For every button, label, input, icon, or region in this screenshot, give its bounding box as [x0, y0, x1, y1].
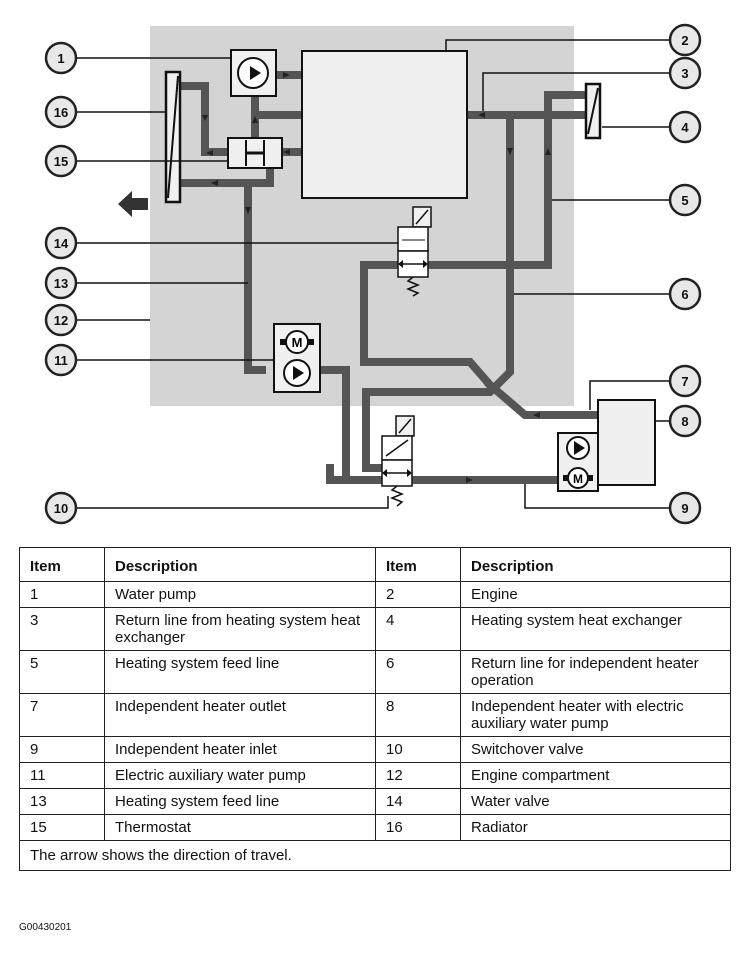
header-item: Item [19, 547, 105, 582]
item-number: 7 [19, 693, 105, 737]
item-number: 3 [19, 607, 105, 651]
item-number: 16 [375, 814, 461, 841]
table-note-row: The arrow shows the direction of travel. [19, 840, 731, 871]
item-number: 5 [19, 650, 105, 694]
direction-of-travel-arrow [118, 191, 148, 217]
item-number: 6 [375, 650, 461, 694]
item-description: Thermostat [104, 814, 376, 841]
direction-note: The arrow shows the direction of travel. [19, 840, 731, 871]
callout-11: 11 [44, 343, 78, 377]
svg-text:11: 11 [54, 353, 68, 368]
svg-text:3: 3 [681, 66, 688, 81]
item-description: Independent heater inlet [104, 736, 376, 763]
table-row: 15 Thermostat 16 Radiator [19, 814, 731, 841]
item-description: Engine compartment [460, 762, 731, 789]
svg-text:7: 7 [681, 374, 688, 389]
item-number: 9 [19, 736, 105, 763]
engine [301, 50, 468, 199]
item-number: 14 [375, 788, 461, 815]
figure-code: G00430201 [19, 922, 72, 933]
item-description: Independent heater with electric auxilia… [460, 693, 731, 737]
svg-text:13: 13 [54, 276, 68, 291]
item-description: Return line from heating system heat exc… [104, 607, 376, 651]
callout-16: 16 [44, 95, 78, 129]
header-description: Description [104, 547, 376, 582]
table-row: 9 Independent heater inlet 10 Switchover… [19, 736, 731, 763]
svg-text:8: 8 [681, 414, 688, 429]
heating-heat-exchanger [584, 82, 602, 140]
legend-table: Item Description Item Description 1 Wate… [19, 547, 731, 871]
item-description: Radiator [460, 814, 731, 841]
item-description: Heating system heat exchanger [460, 607, 731, 651]
callout-3: 3 [668, 56, 702, 90]
item-description: Independent heater outlet [104, 693, 376, 737]
svg-text:10: 10 [54, 501, 68, 516]
table-row: 1 Water pump 2 Engine [19, 581, 731, 608]
item-description: Water pump [104, 581, 376, 608]
radiator [164, 70, 182, 204]
item-description: Engine [460, 581, 731, 608]
item-number: 4 [375, 607, 461, 651]
callout-14: 14 [44, 226, 78, 260]
table-row: 5 Heating system feed line 6 Return line… [19, 650, 731, 694]
item-number: 1 [19, 581, 105, 608]
item-description: Electric auxiliary water pump [104, 762, 376, 789]
svg-text:9: 9 [681, 501, 688, 516]
callout-bubbles: 1 16 15 14 13 12 11 10 2 3 4 5 6 7 8 9 [44, 23, 702, 525]
item-number: 11 [19, 762, 105, 789]
callout-7: 7 [668, 364, 702, 398]
legend-header-row: Item Description Item Description [19, 547, 731, 582]
svg-text:1: 1 [57, 51, 64, 66]
switchover-valve [381, 415, 415, 507]
item-number: 15 [19, 814, 105, 841]
item-description: Switchover valve [460, 736, 731, 763]
svg-text:14: 14 [54, 236, 69, 251]
svg-text:4: 4 [681, 120, 689, 135]
header-description: Description [460, 547, 731, 582]
item-description: Water valve [460, 788, 731, 815]
table-row: 13 Heating system feed line 14 Water val… [19, 788, 731, 815]
callout-6: 6 [668, 277, 702, 311]
water-pump [230, 49, 277, 97]
header-item: Item [375, 547, 461, 582]
item-number: 10 [375, 736, 461, 763]
item-number: 2 [375, 581, 461, 608]
pump-motor-label: M [292, 335, 303, 350]
svg-text:16: 16 [54, 105, 68, 120]
heater-pump-motor-label: M [573, 472, 583, 486]
electric-auxiliary-water-pump: M [273, 323, 321, 393]
flow-arrows [202, 72, 551, 483]
callout-5: 5 [668, 183, 702, 217]
callout-10: 10 [44, 491, 78, 525]
svg-text:2: 2 [681, 33, 688, 48]
svg-text:15: 15 [54, 154, 68, 169]
table-row: 7 Independent heater outlet 8 Independen… [19, 693, 731, 737]
callout-4: 4 [668, 110, 702, 144]
heating-circuit-diagram: M M [44, 23, 702, 525]
item-description: Heating system feed line [104, 788, 376, 815]
callout-15: 15 [44, 144, 78, 178]
item-number: 12 [375, 762, 461, 789]
callout-13: 13 [44, 266, 78, 300]
item-number: 8 [375, 693, 461, 737]
callout-9: 9 [668, 491, 702, 525]
water-valve [397, 206, 432, 297]
callout-12: 12 [44, 303, 78, 337]
item-description: Heating system feed line [104, 650, 376, 694]
table-row: 11 Electric auxiliary water pump 12 Engi… [19, 762, 731, 789]
svg-text:6: 6 [681, 287, 688, 302]
table-row: 3 Return line from heating system heat e… [19, 607, 731, 651]
coolant-pipes [166, 71, 602, 484]
svg-text:12: 12 [54, 313, 68, 328]
callout-2: 2 [668, 23, 702, 57]
independent-heater [597, 399, 656, 486]
callout-8: 8 [668, 404, 702, 438]
svg-text:5: 5 [681, 193, 688, 208]
callout-1: 1 [44, 41, 78, 75]
heater-auxiliary-water-pump: M [557, 432, 599, 492]
item-description: Return line for independent heater opera… [460, 650, 731, 694]
leader-lines [76, 39, 670, 509]
thermostat [227, 137, 283, 169]
item-number: 13 [19, 788, 105, 815]
